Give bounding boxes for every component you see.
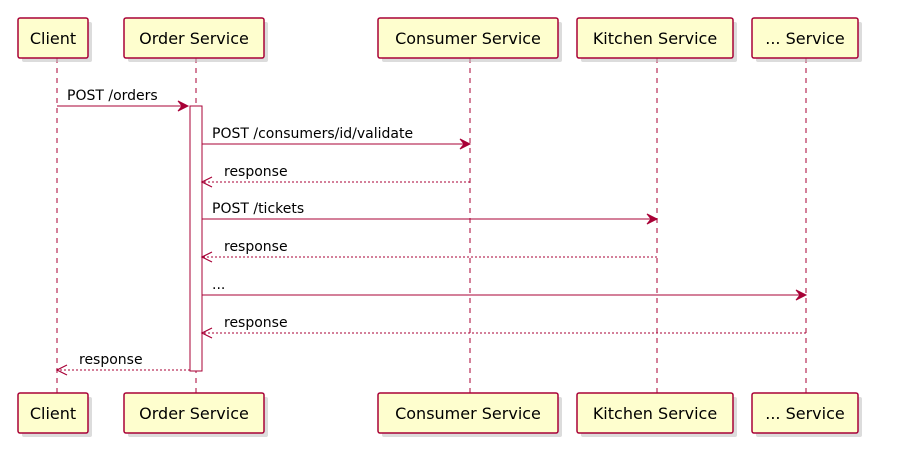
message-7: response <box>200 315 806 339</box>
participant-label: Order Service <box>139 404 249 423</box>
participant-box <box>123 17 265 59</box>
participants-top: Client Order Service Consumer Service Kitch… <box>17 17 862 62</box>
arrow-head <box>55 364 68 376</box>
lifelines <box>56 58 807 393</box>
activation-bars <box>189 105 203 372</box>
message-label: response <box>224 164 288 180</box>
participant-label: ... Service <box>765 404 844 423</box>
arrow-head <box>795 289 808 301</box>
participant-box <box>751 392 859 434</box>
participant-client-bottom: Client <box>17 392 92 437</box>
message-label: POST /tickets <box>212 201 304 217</box>
participant-label: ... Service <box>765 29 844 48</box>
participant-box <box>377 17 559 59</box>
participant-consumer-top: Consumer Service <box>377 17 562 62</box>
message-label: response <box>224 239 288 255</box>
message-label: response <box>79 352 143 368</box>
participant-other-bottom: ... Service <box>751 392 862 437</box>
message-8: response <box>55 352 190 376</box>
participant-box <box>17 17 89 59</box>
participant-box <box>576 17 734 59</box>
participant-consumer-bottom: Consumer Service <box>377 392 562 437</box>
arrow-head <box>459 138 472 150</box>
participant-label: Client <box>30 29 76 48</box>
message-label: ... <box>212 277 225 293</box>
participant-client-top: Client <box>17 17 92 62</box>
arrow-head <box>200 251 213 263</box>
participant-box <box>377 392 559 434</box>
participant-box <box>751 17 859 59</box>
participants-bottom: Client Order Service Consumer Service Kitch… <box>17 392 862 437</box>
participant-box <box>576 392 734 434</box>
participant-kitchen-bottom: Kitchen Service <box>576 392 737 437</box>
message-6: ... <box>202 277 808 301</box>
participant-label: Kitchen Service <box>593 29 717 48</box>
message-4: POST /tickets <box>202 201 659 225</box>
participant-label: Client <box>30 404 76 423</box>
participant-label: Kitchen Service <box>593 404 717 423</box>
arrow-head <box>177 100 190 112</box>
activation-bar-order <box>189 105 203 372</box>
participant-order-bottom: Order Service <box>123 392 268 437</box>
arrow-head <box>200 327 213 339</box>
participant-label: Consumer Service <box>395 29 541 48</box>
participant-box <box>123 392 265 434</box>
participant-order-top: Order Service <box>123 17 268 62</box>
arrow-head <box>200 176 213 188</box>
participant-box <box>17 392 89 434</box>
participant-other-top: ... Service <box>751 17 862 62</box>
message-5: response <box>200 239 657 263</box>
message-label: POST /consumers/id/validate <box>212 126 413 142</box>
message-1: POST /orders <box>57 88 190 112</box>
participant-label: Consumer Service <box>395 404 541 423</box>
message-2: POST /consumers/id/validate <box>202 126 472 150</box>
participant-label: Order Service <box>139 29 249 48</box>
message-label: POST /orders <box>67 88 158 104</box>
arrow-head <box>646 213 659 225</box>
message-label: response <box>224 315 288 331</box>
participant-kitchen-top: Kitchen Service <box>576 17 737 62</box>
message-3: response <box>200 164 470 188</box>
